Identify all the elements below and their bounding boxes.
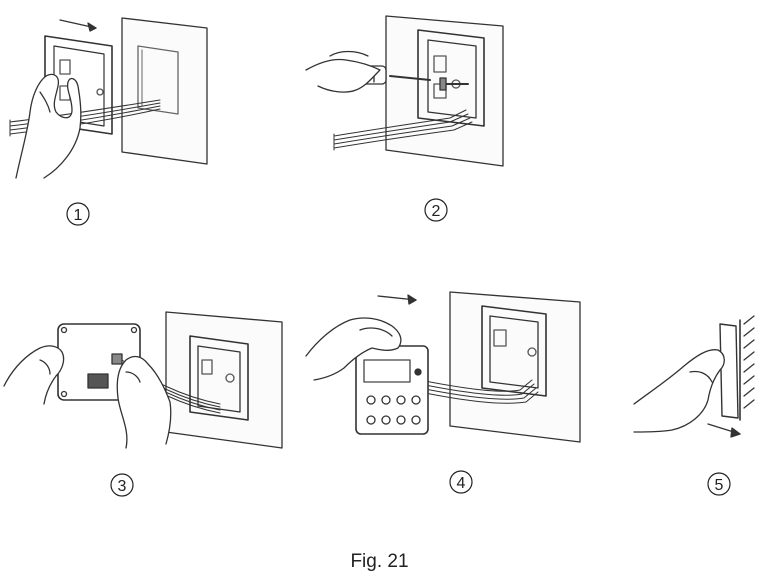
hand [15, 73, 82, 179]
wall-plate [121, 17, 208, 165]
step-3-number-circle [110, 473, 134, 497]
controller-side [719, 323, 739, 419]
wall-side-view [739, 315, 755, 421]
push-arrow [377, 294, 417, 305]
step-3-number: 3 [118, 478, 127, 495]
step-5-number: 5 [715, 477, 724, 494]
screw [439, 77, 469, 91]
step-2-number-circle [424, 198, 448, 222]
step-2-number: 2 [432, 203, 441, 220]
hand [633, 349, 725, 433]
wall-plate [385, 15, 504, 167]
hand [305, 317, 402, 381]
step-4-number: 4 [457, 475, 466, 492]
figure-caption: Fig. 21 [350, 551, 409, 572]
step-1-number: 1 [74, 207, 83, 224]
wall-plate [165, 311, 283, 449]
wall-box [137, 45, 179, 115]
step-1-illustration [9, 17, 208, 179]
step-5-illustration [633, 315, 755, 438]
cable-bundle [333, 109, 473, 151]
step-4-number-circle [449, 470, 473, 494]
mounting-frame [189, 335, 249, 421]
wall-plate [449, 291, 581, 443]
step-2-illustration [305, 15, 504, 167]
mounting-frame [481, 305, 547, 397]
step-5-number-circle [707, 472, 731, 496]
step-3-illustration [3, 311, 283, 449]
installation-diagram: 1 2 [3, 15, 755, 497]
push-arrow [59, 19, 97, 32]
step-1-number-circle [66, 202, 90, 226]
hand [305, 58, 381, 93]
slide-arrow [707, 423, 741, 438]
right-hand [116, 355, 172, 449]
step-4-illustration [305, 291, 581, 443]
cable-bundle [419, 379, 539, 404]
left-hand [3, 345, 65, 405]
controller-front [355, 345, 429, 435]
mounting-frame [417, 29, 485, 127]
